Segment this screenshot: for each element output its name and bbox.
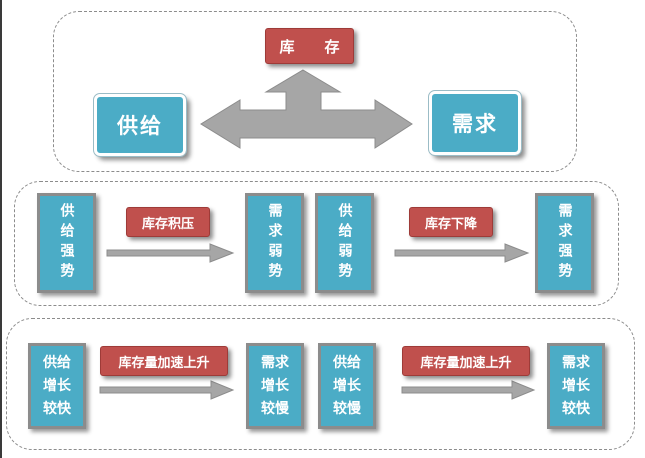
- row2-left-demand-line-1: 需求: [261, 354, 289, 371]
- row1-left-arrow-label: 库存积压: [126, 207, 210, 237]
- middle-panel: [14, 181, 619, 306]
- supply-box: 供给: [93, 93, 187, 157]
- row1-right-supply-box: 供给弱势: [315, 193, 374, 293]
- row1-right-arrow: [394, 243, 530, 263]
- row2-right-demand-line-3: 较快: [562, 400, 590, 417]
- inventory-split-arrow: [200, 69, 413, 149]
- row2-right-supply-line-1: 供给: [333, 354, 361, 371]
- row2-left-arrow: [99, 380, 235, 400]
- row2-left-arrow-label: 库存量加速上升: [100, 346, 228, 376]
- left-edge-line: [0, 0, 2, 458]
- row2-left-supply-line-2: 增长: [43, 377, 71, 394]
- row2-left-demand-line-2: 增长: [261, 377, 289, 394]
- inventory-label: 库 存: [265, 28, 354, 64]
- row2-right-demand-line-2: 增长: [562, 377, 590, 394]
- row2-right-supply-box: 供给 增长 较慢: [318, 343, 376, 429]
- row1-right-demand-box: 需求强势: [535, 193, 594, 293]
- row2-left-supply-line-3: 较快: [43, 400, 71, 417]
- row2-right-supply-line-3: 较慢: [333, 400, 361, 417]
- row2-left-demand-box: 需求 增长 较慢: [246, 343, 304, 429]
- row2-right-demand-line-1: 需求: [562, 354, 590, 371]
- row1-left-arrow: [106, 243, 235, 263]
- row2-right-demand-box: 需求 增长 较快: [547, 343, 605, 429]
- bottom-panel: [6, 318, 635, 450]
- demand-box: 需求: [428, 90, 522, 156]
- row2-left-demand-line-3: 较慢: [261, 400, 289, 417]
- row1-left-supply-box: 供给强势: [37, 193, 96, 293]
- row1-left-demand-box: 需求弱势: [245, 193, 304, 293]
- top-panel: [53, 11, 577, 172]
- row2-right-arrow: [401, 380, 536, 400]
- row1-right-arrow-label: 库存下降: [409, 207, 493, 237]
- row2-left-supply-line-1: 供给: [43, 354, 71, 371]
- row2-left-supply-box: 供给 增长 较快: [28, 343, 86, 429]
- row2-right-supply-line-2: 增长: [333, 377, 361, 394]
- row2-right-arrow-label: 库存量加速上升: [402, 346, 530, 376]
